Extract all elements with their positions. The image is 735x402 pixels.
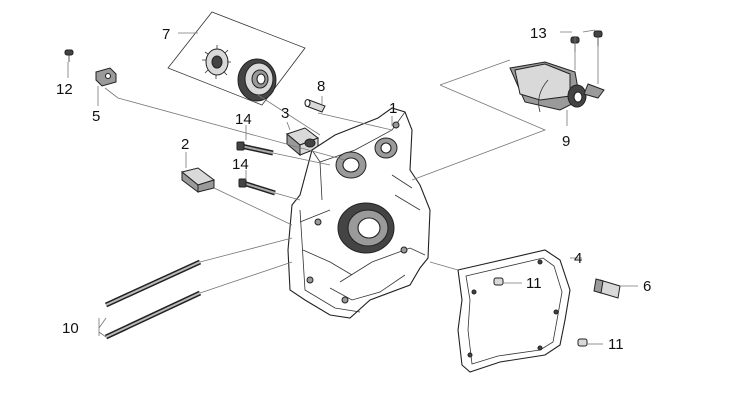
part-7-small-gear (202, 45, 231, 79)
callout-12: 12 (56, 81, 73, 98)
callout-9: 9 (562, 133, 570, 150)
callout-4: 4 (574, 250, 582, 267)
callout-14-upper: 14 (235, 111, 252, 128)
part-12-screw (64, 49, 74, 62)
leader-lines (67, 29, 638, 345)
part-7-gear-bearing-kit (167, 11, 306, 106)
callout-10: 10 (62, 320, 79, 337)
part-3-bushing (285, 127, 320, 157)
callout-8: 8 (317, 78, 325, 95)
callout-labels: 1 2 3 4 5 6 7 8 9 10 11 11 12 13 14 14 (56, 25, 651, 353)
part-7-bearing (237, 58, 277, 102)
callout-11-upper: 11 (526, 275, 542, 292)
callout-14-lower: 14 (232, 156, 249, 173)
part-1-crankcase-half (287, 107, 431, 319)
callout-11-lower: 11 (608, 336, 624, 353)
part-10-stud-upper (104, 259, 202, 308)
part-5-bracket (95, 67, 117, 87)
part-14-bolt-lower (238, 178, 276, 196)
callout-1: 1 (389, 100, 397, 117)
callout-13: 13 (530, 25, 547, 42)
callout-3: 3 (281, 105, 289, 122)
part-8-dowel-pin (304, 98, 326, 113)
part-10-stud-lower (104, 290, 202, 340)
callout-7: 7 (162, 26, 170, 43)
callout-2: 2 (181, 136, 189, 153)
part-13-screw-right (593, 30, 603, 46)
callout-5: 5 (92, 108, 100, 125)
part-4-gasket (457, 249, 571, 373)
part-9-starter-motor (509, 61, 605, 113)
callout-6: 6 (643, 278, 651, 295)
part-14-bolt-upper (236, 141, 274, 156)
part-2-rubber-pad (180, 167, 216, 193)
part-11-dowel-lower (577, 338, 588, 347)
part-11-dowel-upper (493, 277, 504, 286)
part-6-plug (593, 278, 621, 299)
